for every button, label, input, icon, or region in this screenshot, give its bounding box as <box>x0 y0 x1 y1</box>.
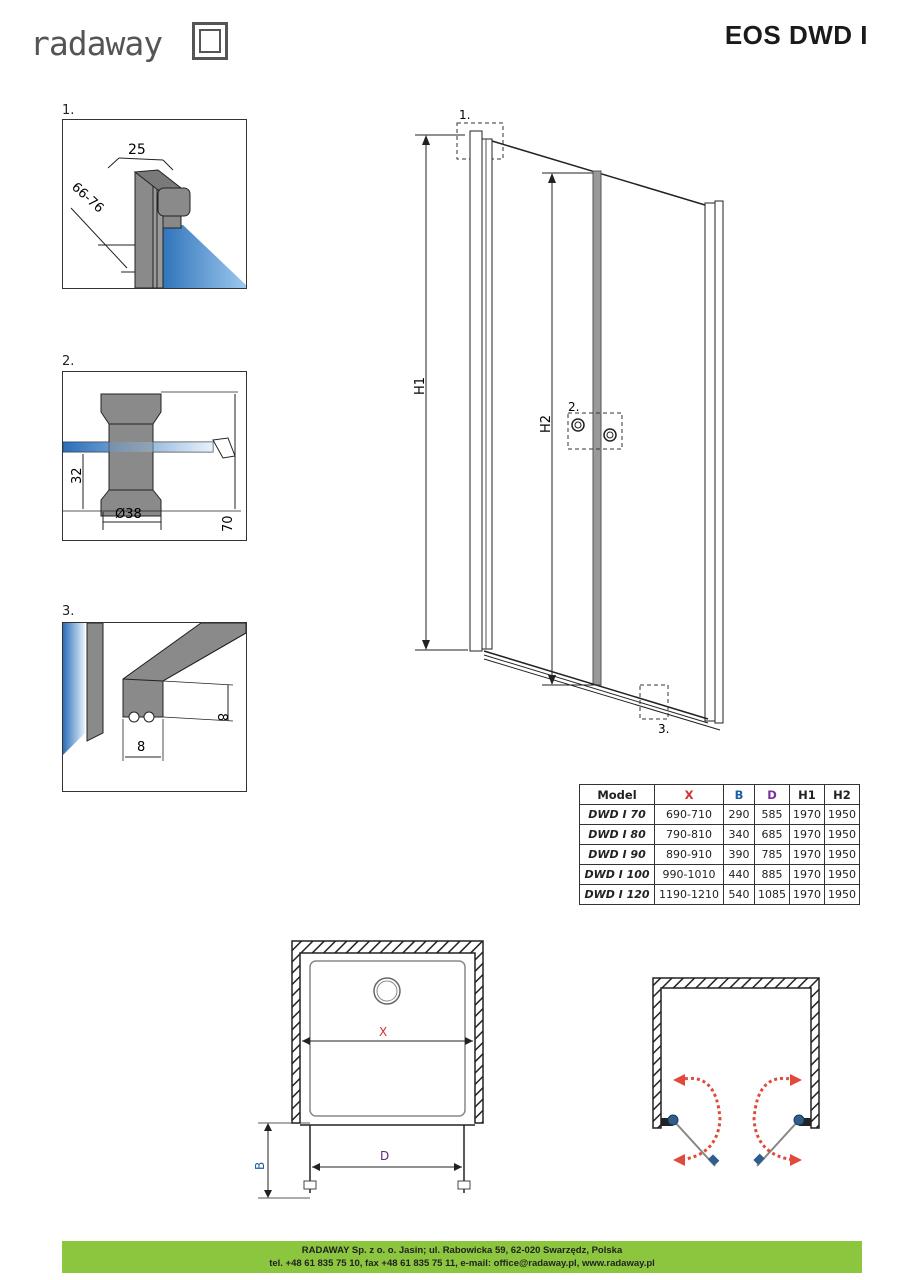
cell-h1: 1970 <box>789 844 825 865</box>
cell-x: 990-1010 <box>654 864 724 885</box>
cell-h2: 1950 <box>824 844 860 865</box>
cell-model: DWD I 100 <box>579 864 655 885</box>
detail-1-label: 1. <box>62 103 75 118</box>
hinge-top-detail-drawing: 25 66-76 <box>68 142 246 288</box>
col-h1: H1 <box>789 784 825 805</box>
cell-h2: 1950 <box>824 884 860 905</box>
cell-h2: 1950 <box>824 864 860 885</box>
cell-x: 1190-1210 <box>654 884 724 905</box>
spec-table: Model X B D H1 H2 DWD I 70 690-710 290 5… <box>579 784 860 905</box>
swing-arrow-icon <box>673 1074 685 1086</box>
detail-1-box: 25 66-76 <box>62 119 247 289</box>
table-row: DWD I 70 690-710 290 585 1970 1950 <box>579 804 860 825</box>
hinge-right-icon <box>793 1114 805 1126</box>
cell-h1: 1970 <box>789 804 825 825</box>
table-row: DWD I 80 790-810 340 685 1970 1950 <box>579 824 860 845</box>
cell-d: 785 <box>754 844 790 865</box>
brand-name: radaway <box>30 24 163 63</box>
cell-b: 440 <box>723 864 755 885</box>
cell-x: 890-910 <box>654 844 724 865</box>
dim-seal-width: 8 <box>137 740 145 755</box>
swing-arrow-icon <box>673 1154 685 1166</box>
callout-2: 2. <box>568 400 579 414</box>
brand-logo: radaway <box>30 22 235 66</box>
cell-b: 390 <box>723 844 755 865</box>
cell-h1: 1970 <box>789 884 825 905</box>
dim-seal-height: 8 <box>214 713 229 721</box>
swing-arrow-icon <box>790 1154 802 1166</box>
cell-h2: 1950 <box>824 804 860 825</box>
cell-model: DWD I 80 <box>579 824 655 845</box>
plan-view-drawing: X D B <box>250 935 500 1205</box>
hinge-left-icon <box>667 1114 679 1126</box>
cell-model: DWD I 70 <box>579 804 655 825</box>
seal-detail-drawing: 8 8 <box>63 623 246 761</box>
table-row: DWD I 90 890-910 390 785 1970 1950 <box>579 844 860 865</box>
dim-25: 25 <box>128 142 146 158</box>
cell-h1: 1970 <box>789 864 825 885</box>
col-model: Model <box>579 784 655 805</box>
label-b: B <box>253 1162 267 1170</box>
col-x: X <box>654 784 724 805</box>
col-h2: H2 <box>824 784 860 805</box>
col-b: B <box>723 784 755 805</box>
table-row: DWD I 120 1190-1210 540 1085 1970 1950 <box>579 884 860 905</box>
cell-h1: 1970 <box>789 824 825 845</box>
door-swing-diagram <box>645 970 830 1170</box>
cell-x: 690-710 <box>654 804 724 825</box>
detail-2-box: 32 Ø38 70 <box>62 371 247 541</box>
brand-square-icon <box>192 22 228 60</box>
cell-d: 1085 <box>754 884 790 905</box>
cell-d: 585 <box>754 804 790 825</box>
cell-model: DWD I 120 <box>579 884 655 905</box>
cell-x: 790-810 <box>654 824 724 845</box>
callout-1: 1. <box>459 108 470 122</box>
cell-b: 340 <box>723 824 755 845</box>
handle-knob-detail-drawing: 32 Ø38 70 <box>63 391 241 532</box>
dim-70: 70 <box>221 515 236 532</box>
dim-diameter-38: Ø38 <box>115 507 142 522</box>
label-x: X <box>379 1025 387 1039</box>
cell-b: 540 <box>723 884 755 905</box>
swing-arrow-icon <box>790 1074 802 1086</box>
cell-d: 685 <box>754 824 790 845</box>
callout-3: 3. <box>658 722 669 736</box>
label-d: D <box>380 1149 389 1163</box>
detail-3-box: 8 8 <box>62 622 247 792</box>
product-title: EOS DWD I <box>724 20 868 50</box>
dim-h1: H1 <box>413 377 428 395</box>
table-row: DWD I 100 990-1010 440 885 1970 1950 <box>579 864 860 885</box>
cell-d: 885 <box>754 864 790 885</box>
table-header-row: Model X B D H1 H2 <box>579 784 860 805</box>
door-elevation-drawing: 1. H1 H2 2. <box>400 105 740 740</box>
cell-model: DWD I 90 <box>579 844 655 865</box>
detail-2-label: 2. <box>62 354 75 369</box>
cell-h2: 1950 <box>824 824 860 845</box>
footer-address: RADAWAY Sp. z o. o. Jasin; ul. Rabowicka… <box>301 1245 623 1256</box>
col-d: D <box>754 784 790 805</box>
dim-h2: H2 <box>539 415 554 433</box>
footer-contact-bar: RADAWAY Sp. z o. o. Jasin; ul. Rabowicka… <box>62 1241 862 1273</box>
footer-contact: tel. +48 61 835 75 10, fax +48 61 835 75… <box>269 1258 655 1269</box>
detail-3-label: 3. <box>62 604 75 619</box>
dim-32: 32 <box>70 467 85 484</box>
cell-b: 290 <box>723 804 755 825</box>
